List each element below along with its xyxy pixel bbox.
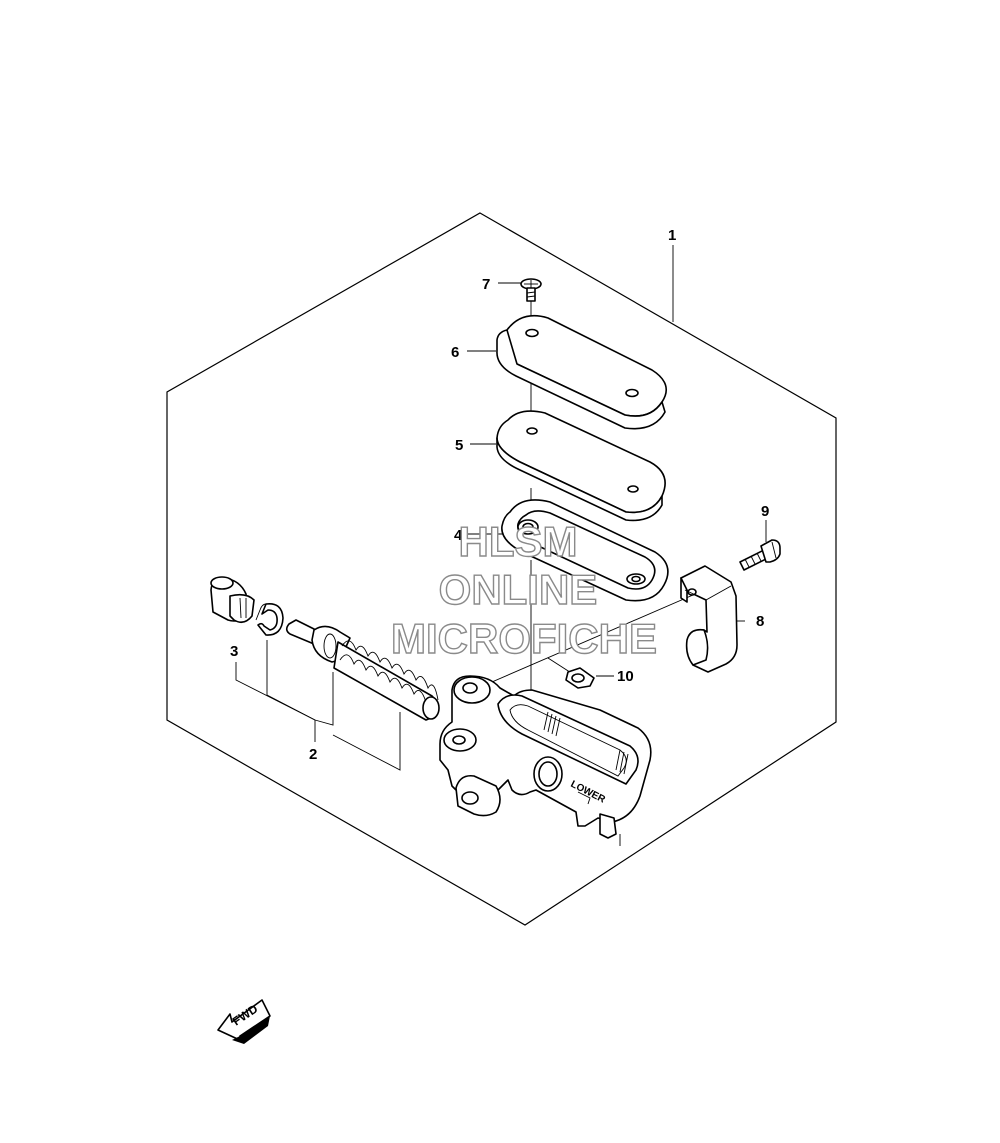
callout-4: 4 [454, 527, 463, 544]
diaphragm-plate-part-5 [496, 410, 666, 522]
callout-6: 6 [451, 344, 459, 361]
callout-labels: 1 7 6 5 4 9 8 10 3 2 [230, 227, 769, 763]
spring-coils [339, 640, 439, 713]
callout-3: 3 [230, 643, 238, 660]
reservoir-hatch [543, 711, 629, 775]
watermark: HLSM ONLINE MICROFICHE [390, 517, 657, 662]
fwd-arrow-icon: FWD [217, 999, 271, 1044]
watermark-line-2: ONLINE [439, 566, 598, 613]
reservoir-cap-part-6 [496, 314, 668, 430]
circlip [255, 602, 284, 636]
fitting-part-10 [565, 667, 595, 689]
callout-2: 2 [309, 746, 317, 763]
watermark-line-3: MICROFICHE [391, 615, 657, 662]
piston-assembly [285, 619, 440, 721]
callout-10: 10 [617, 668, 634, 685]
callout-8: 8 [756, 613, 764, 630]
callout-9: 9 [761, 503, 769, 520]
callout-1: 1 [668, 227, 676, 244]
callout-7: 7 [482, 276, 490, 293]
clamp-bolt-part-9 [739, 539, 781, 571]
screw-part-7 [520, 278, 542, 302]
watermark-line-1: HLSM [459, 518, 578, 565]
assembly-frame [166, 212, 837, 926]
handlebar-clamp-part-8 [680, 565, 738, 673]
leader-lines [235, 245, 767, 771]
callout-5: 5 [455, 437, 463, 454]
master-cylinder-body-part-1: LOWER [439, 675, 652, 846]
boot-part-3 [210, 576, 255, 624]
gasket-part-4 [501, 499, 669, 602]
